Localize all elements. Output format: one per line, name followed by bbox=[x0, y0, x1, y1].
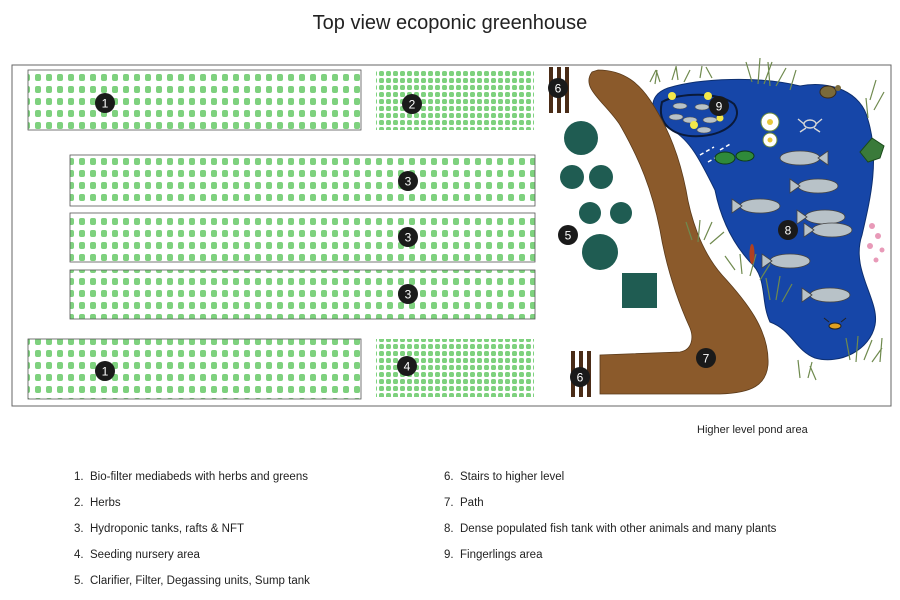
pond-fish bbox=[731, 150, 853, 303]
marker-label: 9 bbox=[716, 100, 723, 114]
crab bbox=[797, 118, 823, 133]
marker-label: 3 bbox=[405, 288, 412, 302]
pond-area-caption: Higher level pond area bbox=[697, 424, 808, 436]
legend-item: 6. Stairs to higher level bbox=[444, 470, 776, 496]
marker-bed-bottom: 1 bbox=[95, 361, 115, 381]
marker-herbs: 2 bbox=[402, 94, 422, 114]
unit-clarifier bbox=[564, 121, 598, 155]
marker-label: 5 bbox=[565, 229, 572, 243]
marker-label: 3 bbox=[405, 231, 412, 245]
marker-tank: 8 bbox=[778, 220, 798, 240]
area-markers: 1 2 3 3 3 1 4 5 6 6 7 8 9 bbox=[95, 78, 798, 387]
legend-text: Seeding nursery area bbox=[90, 549, 200, 561]
marker-label: 6 bbox=[555, 82, 562, 96]
mediabed-bottom bbox=[27, 338, 362, 400]
diagram-title: Top view ecoponic greenhouse bbox=[312, 12, 588, 34]
unit-filter-1 bbox=[560, 165, 584, 189]
mediabed-top bbox=[27, 69, 362, 131]
marker-bed-top: 1 bbox=[95, 93, 115, 113]
green-lilypads bbox=[714, 150, 755, 165]
hydroponic-tank-3 bbox=[69, 269, 536, 320]
unit-filter-2 bbox=[589, 165, 613, 189]
unit-degassing-3 bbox=[582, 234, 618, 270]
legend-item: 1. Bio-filter mediabeds with herbs and gr… bbox=[74, 470, 310, 496]
marker-nursery: 4 bbox=[397, 356, 417, 376]
legend-text: Dense populated fish tank with other ani… bbox=[460, 523, 777, 535]
fingerlings bbox=[668, 102, 718, 134]
legend-number: 9. bbox=[444, 549, 454, 561]
marker-label: 8 bbox=[785, 224, 792, 238]
herb-leaf bbox=[859, 137, 885, 163]
marker-label: 7 bbox=[703, 352, 710, 366]
marker-label: 2 bbox=[409, 98, 416, 112]
red-bloom bbox=[749, 244, 755, 264]
turtle bbox=[819, 85, 841, 99]
fingerlings-enclosure bbox=[659, 93, 738, 138]
legend-text: Clarifier, Filter, Degassing units, Sump… bbox=[90, 575, 310, 587]
legend-item: 8. Dense populated fish tank with other a… bbox=[444, 522, 776, 548]
legend-text: Path bbox=[460, 497, 484, 509]
legend-item: 3. Hydroponic tanks, rafts & NFT bbox=[74, 522, 310, 548]
legend-text: Herbs bbox=[90, 497, 121, 509]
legend-right: 6. Stairs to higher level 7. Path 8. Dense … bbox=[444, 470, 776, 574]
marker-label: 1 bbox=[102, 97, 109, 111]
legend-number: 7. bbox=[444, 497, 454, 509]
marker-stairs-top: 6 bbox=[548, 78, 568, 98]
legend-text: Stairs to higher level bbox=[460, 471, 565, 483]
sump-tank bbox=[622, 273, 657, 308]
marker-units: 5 bbox=[558, 225, 578, 245]
fingerling-lilypads bbox=[668, 92, 724, 129]
legend-item: 4. Seeding nursery area bbox=[74, 548, 310, 574]
path bbox=[588, 69, 769, 395]
legend-item: 7. Path bbox=[444, 496, 776, 522]
legend-text: Hydroponic tanks, rafts & NFT bbox=[90, 523, 245, 535]
legend-number: 2. bbox=[74, 497, 84, 509]
unit-degassing-2 bbox=[610, 202, 632, 224]
legend-item: 5. Clarifier, Filter, Degassing units, Su… bbox=[74, 574, 310, 600]
water-lily bbox=[760, 112, 780, 148]
marker-hydro-3: 3 bbox=[398, 284, 418, 304]
legend-number: 8. bbox=[444, 523, 454, 535]
legend-number: 6. bbox=[444, 471, 454, 483]
legend-number: 1. bbox=[74, 471, 84, 483]
legend-text: Bio-filter mediabeds with herbs and gree… bbox=[90, 471, 308, 483]
marker-fingerlings: 9 bbox=[709, 96, 729, 116]
hydroponic-tank-2 bbox=[69, 212, 536, 263]
marker-path: 7 bbox=[696, 348, 716, 368]
marker-label: 6 bbox=[577, 371, 584, 385]
marker-hydro-1: 3 bbox=[398, 171, 418, 191]
unit-degassing-1 bbox=[579, 202, 601, 224]
pond-plants bbox=[649, 57, 885, 381]
legend-number: 5. bbox=[74, 575, 84, 587]
marker-label: 1 bbox=[102, 365, 109, 379]
marker-label: 4 bbox=[404, 360, 411, 374]
legend-text: Fingerlings area bbox=[460, 549, 543, 561]
legend-number: 3. bbox=[74, 523, 84, 535]
hydroponic-tank-1 bbox=[69, 154, 536, 207]
legend-item: 9. Fingerlings area bbox=[444, 548, 776, 574]
marker-stairs-bottom: 6 bbox=[570, 367, 590, 387]
insect bbox=[823, 317, 847, 330]
legend-left: 1. Bio-filter mediabeds with herbs and gr… bbox=[74, 470, 310, 600]
legend-item: 2. Herbs bbox=[74, 496, 310, 522]
legend-number: 4. bbox=[74, 549, 84, 561]
marker-hydro-2: 3 bbox=[398, 227, 418, 247]
herbs-bed bbox=[376, 70, 534, 130]
pink-flowers bbox=[867, 223, 885, 263]
marker-label: 3 bbox=[405, 175, 412, 189]
